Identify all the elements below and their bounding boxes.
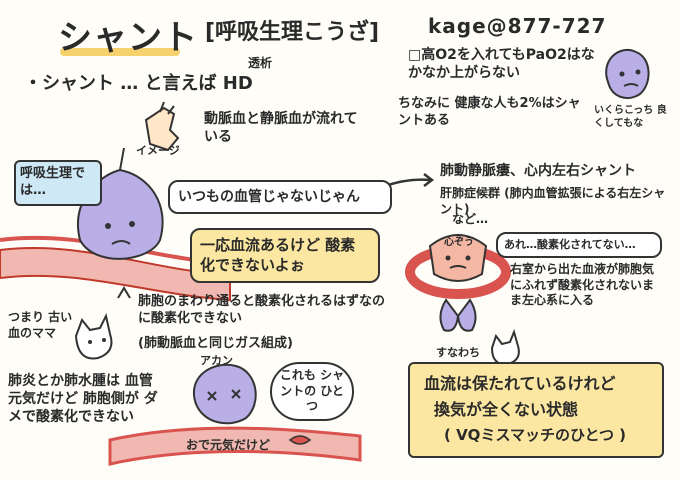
arteriovenous-text: 動脈血と静脈血が流れている (204, 111, 358, 146)
high-o2-text: □高O2を入れてもPaO2はなかなか上がらない (408, 47, 595, 82)
alveoli-explanation: 肺胞のまわり通ると酸素化されるはずなのに酸素化できない (138, 294, 386, 326)
conclusion-line-2: 換気が全くない状態 (434, 400, 579, 419)
healthy-but-text: おで元気だけど (186, 438, 271, 452)
page-subtitle: [呼吸生理こうざ] (205, 20, 380, 45)
arrowhead-icon (423, 173, 435, 187)
speech-bubble-not-usual: いつもの血管じゃないじゃん (168, 180, 392, 215)
sad-alveolus-character (193, 363, 257, 425)
avm-text: 肺動静脈瘻、心内左右シャント (440, 163, 636, 179)
shunt-intro: ・シャント … と言えば HD (24, 73, 253, 94)
healthy-people-text: ちなみに 健康な人も2%はシャントある (398, 96, 581, 128)
cat-character-icon (74, 313, 113, 360)
bubble-face-icon (605, 49, 650, 99)
title-underline (60, 48, 180, 56)
arrow-up-icon (117, 286, 131, 299)
sunawachi-label: すなわち (436, 346, 480, 359)
heart-label: 心ぞう (444, 237, 474, 248)
conclusion-line-3: ( VQミスマッチのひとつ ) (444, 426, 627, 444)
conclusion-line-1: 血流は保たれているけれど (424, 374, 616, 393)
furigana-dialysis: 透析 (248, 56, 273, 70)
image-label: イメージ (136, 144, 180, 157)
also-shunt-bubble: これも シャントの ひとつ (270, 362, 354, 421)
conclusion-box: 血流は保たれているけれど 換気が全くない状態 ( VQミスマッチのひとつ ) (408, 362, 664, 458)
small-bubble-text: いくらこっち 良くしてもな (594, 105, 667, 129)
page-title: シャント (58, 18, 198, 58)
pneumonia-text: 肺炎とか肺水腫は 血管元気だけど 肺胞側が ダメで酸素化できない (8, 373, 158, 426)
author-handle: kage@877-727 (428, 14, 607, 38)
hps-text: 肝肺症候群 (肺内血管拡張による右左シャント) (440, 186, 666, 216)
heart-lungs-diagram (405, 234, 511, 332)
etc-text: など… (452, 212, 489, 226)
same-gas-text: (肺動脈血と同じガス組成) (138, 336, 293, 351)
akan-label: アカン (200, 354, 233, 367)
old-blood-text: つまり 古い血のママ (8, 310, 73, 340)
hand-icon (144, 101, 180, 152)
respiratory-label-box: 呼吸生理では… (14, 160, 102, 206)
lips-icon (288, 435, 312, 445)
heart-speech-bubble: あれ…酸素化されてない… (496, 232, 662, 259)
cat-small-icon (490, 328, 520, 366)
rv-explanation: 右室から出た血液が肺胞気にふれず酸素化されないまま左心系に入る (510, 262, 655, 308)
speech-bubble-flow: 一応血流あるけど 酸素化できないよぉ (190, 228, 380, 283)
